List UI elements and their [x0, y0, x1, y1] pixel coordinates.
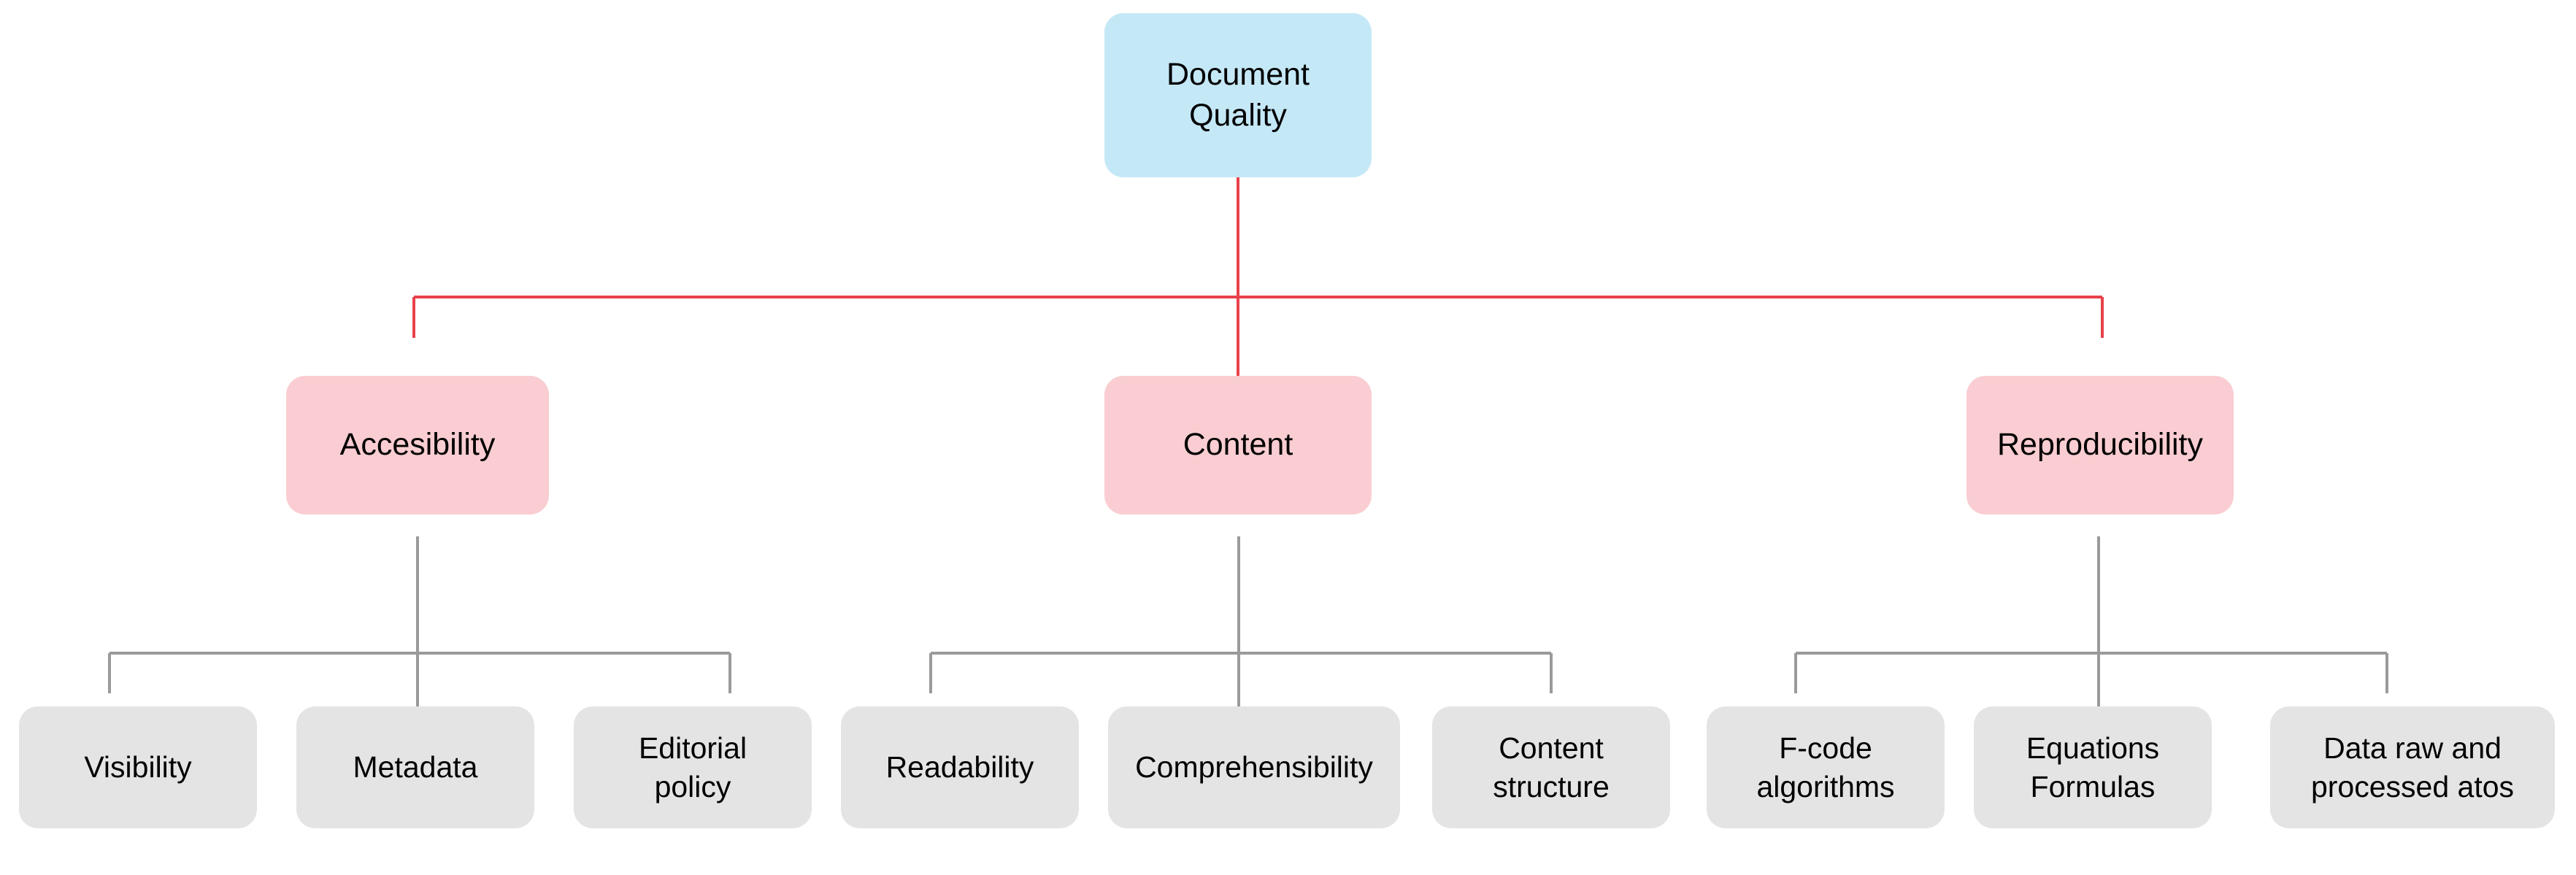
node-content[interactable]: Content — [1104, 376, 1372, 514]
node-metadata[interactable]: Metadata — [296, 706, 534, 828]
node-equations-formulas[interactable]: Equations Formulas — [1974, 706, 2212, 828]
level2-connectors-reproducibility — [1794, 536, 2388, 706]
node-document-quality[interactable]: Document Quality — [1104, 13, 1372, 177]
level2-connectors-content — [929, 536, 1553, 706]
level1-connectors — [412, 177, 2104, 376]
node-comprehensibility[interactable]: Comprehensibility — [1108, 706, 1400, 828]
node-content-structure[interactable]: Content structure — [1432, 706, 1670, 828]
level2-connectors-accesibility — [108, 536, 731, 706]
node-editorial-policy[interactable]: Editorial policy — [574, 706, 812, 828]
node-reproducibility[interactable]: Reproducibility — [1966, 376, 2234, 514]
node-data-raw-processed[interactable]: Data raw and processed atos — [2270, 706, 2555, 828]
node-fcode-algorithms[interactable]: F-code algorithms — [1707, 706, 1945, 828]
node-readability[interactable]: Readability — [841, 706, 1079, 828]
node-visibility[interactable]: Visibility — [19, 706, 257, 828]
node-accesibility[interactable]: Accesibility — [286, 376, 549, 514]
